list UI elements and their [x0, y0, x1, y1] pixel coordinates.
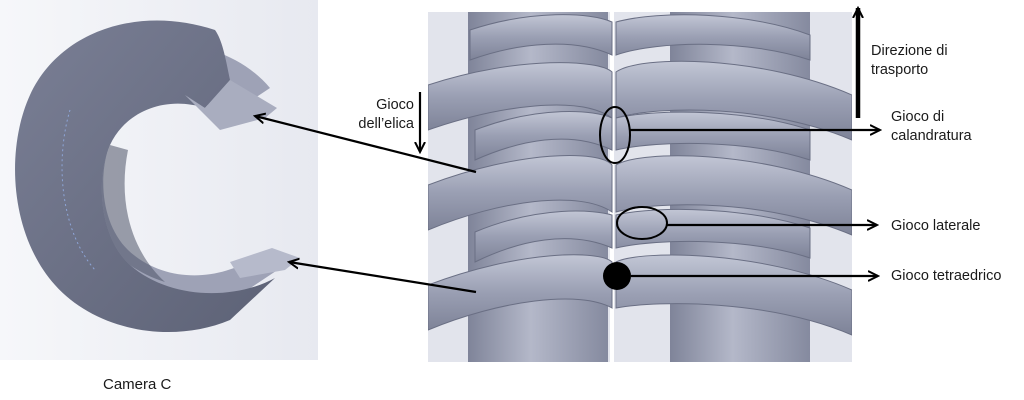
- label-direction-line1: Direzione di: [871, 43, 948, 59]
- label-direction: Direzione di trasporto: [871, 42, 948, 80]
- arrow-to-c-bottom: [289, 262, 477, 294]
- calendering-gap-ellipse: [599, 106, 631, 164]
- label-side-clearance: Gioco laterale: [891, 218, 981, 234]
- side-gap-ellipse: [616, 206, 668, 240]
- caption-camera-c: Camera C: [103, 376, 172, 393]
- tetrahedral-gap-dot: [603, 262, 631, 290]
- label-helix-clearance: Gioco dell’elica: [358, 96, 414, 134]
- twin-screw-render: [428, 12, 852, 362]
- label-helix-line1: Gioco: [376, 97, 414, 113]
- label-calendering-line2: calandratura: [891, 128, 972, 144]
- label-calendering-line1: Gioco di: [891, 109, 945, 125]
- label-direction-line2: trasporto: [871, 62, 929, 78]
- annotation-arrows: [255, 8, 880, 294]
- label-tetrahedral-clearance: Gioco tetraedrico: [891, 268, 1002, 284]
- label-helix-line2: dell’elica: [358, 116, 414, 132]
- label-calendering-clearance: Gioco di calandratura: [891, 108, 972, 146]
- c-chamber-render: [0, 0, 318, 360]
- arrow-to-c-top: [255, 116, 477, 174]
